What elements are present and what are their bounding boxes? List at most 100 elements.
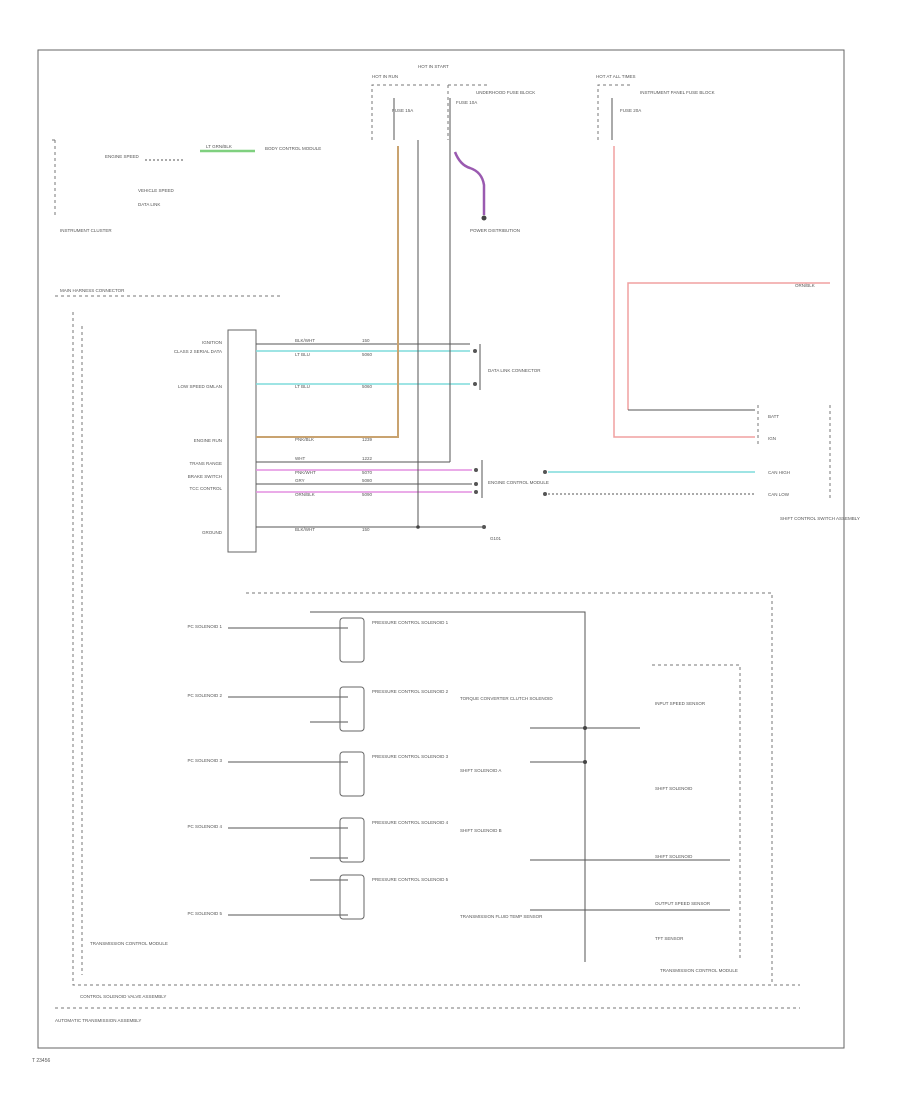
solenoid-left-label: PC SOLENOID 4 [187, 824, 222, 829]
wire-color-1: LT BLU [295, 352, 310, 357]
solenoid-right-label: PRESSURE CONTROL SOLENOID 4 [372, 820, 449, 825]
mid-label-0: TORQUE CONVERTER CLUTCH SOLENOID [460, 696, 553, 701]
conn-label-0: IGNITION [202, 340, 222, 345]
bus-splice-2 [583, 760, 587, 764]
mid-label-1: SHIFT SOLENOID A [460, 768, 501, 773]
fuse-block-outline-1 [371, 84, 488, 140]
power-dist-terminal [481, 215, 487, 221]
wire-code-2: 5060 [362, 384, 373, 389]
hot-in-run-label: HOT IN RUN [372, 74, 398, 79]
right-label-1: SHIFT SOLENOID [655, 786, 693, 791]
wire-code-4: 1222 [362, 456, 373, 461]
hot-at-all-times-label: HOT AT ALL TIMES [596, 74, 636, 79]
valve-body-outline [246, 592, 773, 985]
tan-wire [256, 146, 399, 438]
wire-color-2: LT BLU [295, 384, 310, 389]
ground-label: G101 [490, 536, 502, 541]
wire-color-3: PNK/BLK [295, 437, 314, 442]
mid-label-2: SHIFT SOLENOID B [460, 828, 502, 833]
data-link-label: DATA LINK CONNECTOR [488, 368, 541, 373]
red-wire [613, 146, 830, 438]
connector-body [227, 329, 257, 553]
wire-code-0: 150 [362, 338, 370, 343]
wire-code-1: 5060 [362, 352, 373, 357]
conn-label-5: BRAKE SWITCH [188, 474, 222, 479]
solenoid-right-label: PRESSURE CONTROL SOLENOID 1 [372, 620, 449, 625]
right-pin-1 [543, 470, 547, 474]
fuse-1-label: FUSE 15A [392, 108, 413, 113]
right-label-4: TFT SENSOR [655, 936, 684, 941]
tcm-right-label: TRANSMISSION CONTROL MODULE [660, 968, 738, 973]
wire-color-6: GRY [295, 478, 305, 483]
right-block-outline [757, 405, 831, 500]
solenoid-0: PC SOLENOID 1 PRESSURE CONTROL SOLENOID … [187, 617, 449, 663]
bottom-label-1: CONTROL SOLENOID VALVE ASSEMBLY [80, 994, 166, 999]
ground-terminal [482, 525, 486, 529]
cluster-label-2: VEHICLE SPEED [138, 188, 175, 193]
footer-code: T 23456 [32, 1058, 50, 1064]
solenoid-left-label: PC SOLENOID 1 [187, 624, 222, 629]
data-link-pin-2 [473, 382, 477, 386]
cluster-label-3: DATA LINK [138, 202, 160, 207]
right-line-3: BATT [768, 414, 779, 419]
ecm-pin-2 [474, 482, 478, 486]
bus-splice-1 [583, 726, 587, 730]
conn-label-2: LOW SPEED GMLAN [178, 384, 222, 389]
tcm-right-outline [652, 664, 741, 960]
fuse-2-label: FUSE 10A [456, 100, 477, 105]
wire-color-7: ORN/BLK [295, 492, 315, 497]
conn-label-4: TRANS RANGE [189, 461, 222, 466]
solenoid-2: PC SOLENOID 3 PRESSURE CONTROL SOLENOID … [187, 751, 449, 797]
diagram-frame [37, 49, 845, 1049]
right-label-2: SHIFT SOLENOID [655, 854, 693, 859]
conn-label-6: TCC CONTROL [190, 486, 223, 491]
cluster-label-1: ENGINE SPEED [105, 154, 140, 159]
conn-label-7: GROUND [202, 530, 223, 535]
ecm-label: ENGINE CONTROL MODULE [488, 480, 549, 485]
solenoid-right-label: PRESSURE CONTROL SOLENOID 5 [372, 877, 449, 882]
cluster-outline [52, 139, 58, 218]
section-header: MAIN HARNESS CONNECTOR [60, 288, 125, 293]
right-top-label: ORN/BLK [795, 283, 815, 288]
ground-splice [416, 525, 420, 529]
fuse-block-2-label: INSTRUMENT PANEL FUSE BLOCK [640, 90, 715, 95]
solenoid-1: PC SOLENOID 2 PRESSURE CONTROL SOLENOID … [187, 686, 449, 732]
fuse-block-1-label: UNDERHOOD FUSE BLOCK [476, 90, 535, 95]
ecm-pin-1 [474, 468, 478, 472]
green-wire-dest: BODY CONTROL MODULE [265, 146, 321, 151]
tcm-outline [72, 312, 800, 986]
wire-code-7: 5090 [362, 492, 373, 497]
bottom-label-2: AUTOMATIC TRANSMISSION ASSEMBLY [55, 1018, 141, 1023]
wire-code-8: 150 [362, 527, 370, 532]
solenoid-left-label: PC SOLENOID 2 [187, 693, 222, 698]
right-line-2: CAN LOW [768, 492, 790, 497]
solenoid-3: PC SOLENOID 4 PRESSURE CONTROL SOLENOID … [187, 817, 449, 863]
solenoid-left-label: PC SOLENOID 3 [187, 758, 222, 763]
solenoid-right-label: PRESSURE CONTROL SOLENOID 3 [372, 754, 449, 759]
right-line-1: CAN HIGH [768, 470, 790, 475]
data-link-pin-1 [473, 349, 477, 353]
fuse-block-outline-2 [597, 84, 632, 140]
right-label-0: INPUT SPEED SENSOR [655, 701, 706, 706]
solenoid-right-label: PRESSURE CONTROL SOLENOID 2 [372, 689, 449, 694]
right-pin-2 [543, 492, 547, 496]
solenoid-4: PC SOLENOID 5 PRESSURE CONTROL SOLENOID … [187, 874, 449, 920]
power-dist-label: POWER DISTRIBUTION [470, 228, 520, 233]
right-line-4: IGN [768, 436, 776, 441]
fuse-3-label: FUSE 20A [620, 108, 641, 113]
green-wire-label: LT GRN/BLK [206, 144, 232, 149]
hot-in-start-label: HOT IN START [418, 64, 449, 69]
ecm-pin-3 [474, 490, 478, 494]
wire-color-5: PNK/WHT [295, 470, 316, 475]
wire-color-4: WHT [295, 456, 305, 461]
right-label-3: OUTPUT SPEED SENSOR [655, 901, 711, 906]
solenoid-left-label: PC SOLENOID 5 [187, 911, 222, 916]
wire-color-8: BLK/WHT [295, 527, 315, 532]
valve-body-bus [310, 611, 586, 962]
fuse-feed-lines [393, 98, 613, 140]
wire-code-3: 1239 [362, 437, 373, 442]
cluster-title: INSTRUMENT CLUSTER [60, 228, 112, 233]
conn-label-1: CLASS 2 SERIAL DATA [174, 349, 222, 354]
right-block-title: SHIFT CONTROL SWITCH ASSEMBLY [780, 516, 860, 521]
